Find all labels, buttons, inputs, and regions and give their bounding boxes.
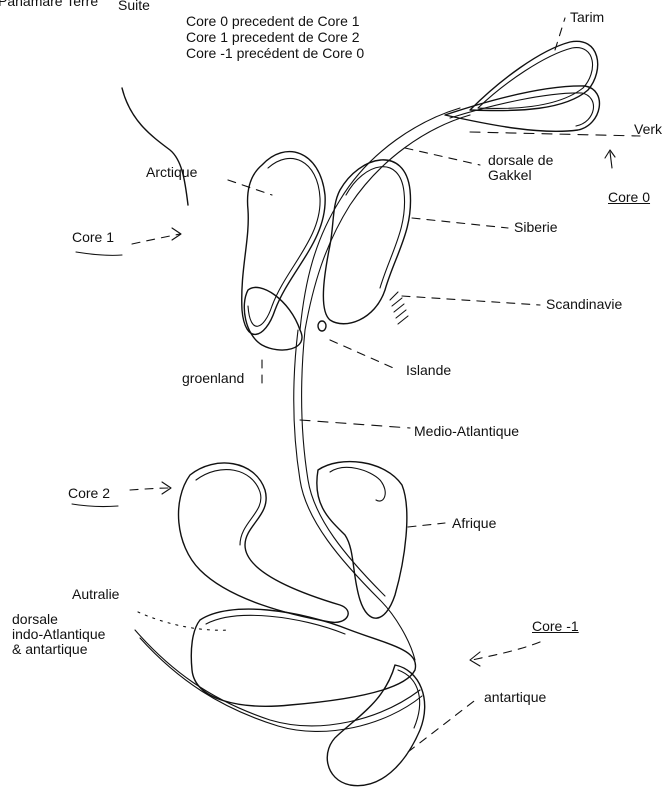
spine-line-2 — [305, 115, 470, 330]
verk-leader — [470, 132, 640, 136]
scandinavie-fringe — [390, 292, 408, 324]
core2-underline — [72, 504, 118, 507]
autralie-dots — [138, 612, 230, 630]
indo-atlantique-ridge-2 — [140, 638, 422, 731]
groenland-lobe — [244, 287, 302, 350]
antartique-lobe — [327, 665, 424, 786]
tarim-upper-lobe — [470, 41, 598, 110]
australie-lobe-2 — [206, 615, 345, 634]
core0-arrow — [610, 152, 612, 168]
label-arctique: Arctique — [146, 165, 197, 180]
arctique-lobe-2 — [248, 158, 320, 326]
medio-atlantique-leader — [300, 420, 410, 428]
label-groenland: groenland — [182, 371, 244, 386]
label-dorsale-indo-atlantique: dorsale indo-Atlantique & antartique — [12, 612, 105, 657]
siberie-lobe — [323, 160, 410, 324]
precedence-line-1: Core 0 precedent de Core 1 — [186, 14, 360, 29]
islande-dot — [318, 321, 326, 331]
core1-underline — [76, 252, 122, 255]
precedence-line-2: Core 1 precedent de Core 2 — [186, 30, 360, 45]
label-scandinavie: Scandinavie — [546, 297, 622, 312]
gakkel-leader — [405, 148, 480, 165]
siberie-lobe-2 — [346, 167, 405, 288]
label-siberie: Siberie — [514, 220, 558, 235]
islande-leader — [330, 340, 398, 370]
precedence-line-3: Core -1 precédent de Core 0 — [186, 46, 364, 61]
core-minus1-arrow — [472, 642, 540, 660]
label-core-1: Core 1 — [72, 230, 114, 245]
label-tarim: Tarim — [570, 10, 604, 25]
indo-atlantique-ridge-1 — [135, 630, 420, 726]
medio-atlantique-ridge-2 — [302, 330, 385, 596]
label-afrique: Afrique — [452, 516, 496, 531]
core2-lobe — [179, 463, 349, 622]
top-left-title: Pahamare Terre — [0, 0, 98, 9]
arctique-lobe — [242, 152, 325, 335]
stray-stroke — [122, 88, 188, 205]
label-dorsale-gakkel: dorsale de Gakkel — [488, 153, 553, 183]
afrique-shape — [317, 462, 407, 619]
label-verk: Verk — [634, 122, 662, 137]
core2-arrow — [130, 488, 170, 490]
top-left-subtitle: Suite — [118, 0, 150, 13]
label-core-minus-1: Core -1 — [532, 619, 579, 634]
label-medio-atlantique: Medio-Atlantique — [414, 424, 519, 439]
label-antartique: antartique — [484, 690, 546, 705]
label-core-0: Core 0 — [608, 190, 650, 205]
afrique-inner — [330, 467, 385, 501]
afrique-leader — [408, 523, 445, 527]
label-core-2: Core 2 — [68, 486, 110, 501]
label-autralie: Autralie — [72, 587, 119, 602]
siberie-leader — [412, 218, 508, 228]
label-islande: Islande — [406, 363, 451, 378]
core2-lobe-2 — [196, 470, 261, 545]
antartique-leader — [408, 698, 478, 752]
scandinavie-leader — [402, 296, 540, 305]
